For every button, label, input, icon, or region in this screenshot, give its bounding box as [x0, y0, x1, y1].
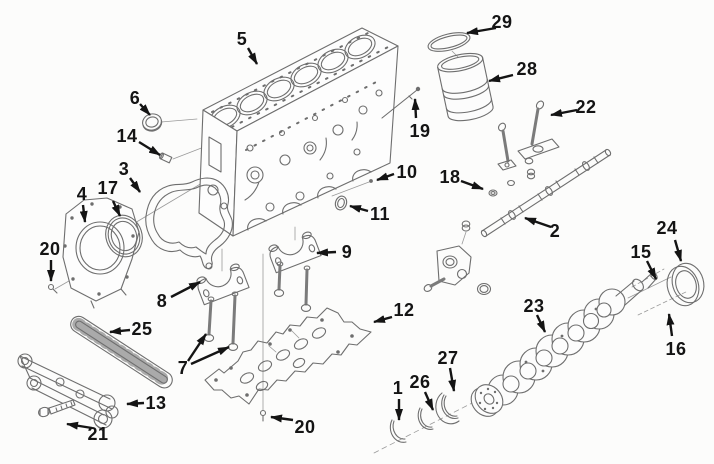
crankshaft-drawing: [465, 271, 658, 422]
callout-20: 20: [39, 239, 61, 259]
callout-arrow-12: [373, 315, 393, 324]
callout-arrow-18: [460, 179, 484, 191]
callout-arrow-7: [187, 333, 207, 362]
callout-9: 9: [341, 242, 353, 262]
callout-arrow-2: [524, 216, 552, 229]
stud-drawing: [382, 86, 421, 118]
callout-arrow-24: [673, 239, 683, 262]
callout-22: 22: [575, 97, 597, 117]
callout-7: 7: [177, 358, 189, 378]
callout-arrow-14: [138, 140, 161, 157]
callout-11: 11: [369, 204, 391, 224]
callout-4: 4: [76, 184, 88, 204]
callout-arrow-13: [126, 399, 145, 408]
callout-arrow-28: [488, 73, 514, 83]
callout-21: 21: [87, 424, 109, 444]
callout-15: 15: [630, 242, 652, 262]
callout-19: 19: [409, 121, 431, 141]
callout-13: 13: [145, 393, 167, 413]
callout-arrow-19: [411, 98, 420, 119]
callout-arrow-17: [111, 200, 122, 217]
callout-10: 10: [396, 162, 418, 182]
callout-arrow-26: [423, 391, 435, 411]
callout-26: 26: [409, 372, 431, 392]
callout-17: 17: [97, 178, 119, 198]
callout-arrow-23: [535, 314, 547, 333]
callout-1: 1: [392, 378, 404, 398]
dowel-pin-drawing: [369, 179, 373, 183]
drive-chain-drawing: [68, 313, 176, 391]
callout-29: 29: [491, 12, 513, 32]
callout-14: 14: [116, 126, 138, 146]
callout-arrow-15: [645, 260, 658, 280]
cap-bolts-drawing: [204, 262, 310, 350]
callout-arrow-25: [109, 326, 131, 335]
callout-16: 16: [665, 339, 687, 359]
cam-support-bracket-drawing: [423, 221, 491, 295]
callout-arrow-7: [190, 345, 230, 366]
callout-23: 23: [523, 296, 545, 316]
liner-seal-ring-drawing: [426, 29, 472, 57]
callout-arrow-27: [448, 367, 457, 392]
callout-arrow-10: [376, 172, 395, 182]
cover-plate-gasket-drawing: [205, 308, 371, 404]
callout-20: 20: [294, 417, 316, 437]
callout-arrow-3: [129, 177, 141, 193]
bearing-shells-drawing: [390, 393, 459, 442]
cylinder-liner-drawing: [436, 50, 495, 124]
callout-28: 28: [516, 59, 538, 79]
callout-arrow-4: [79, 204, 88, 223]
callout-3: 3: [118, 159, 130, 179]
screw-drawing: [261, 411, 266, 422]
callout-arrow-21: [66, 421, 93, 430]
callout-arrow-11: [349, 204, 369, 213]
callout-5: 5: [236, 29, 248, 49]
callout-25: 25: [131, 319, 153, 339]
callout-27: 27: [437, 348, 459, 368]
callout-arrow-16: [666, 313, 675, 337]
callout-8: 8: [156, 291, 168, 311]
camshaft-drawing: [480, 148, 611, 237]
cylinder-block-drawing: [199, 28, 398, 236]
screw-drawing: [49, 285, 58, 294]
callout-arrow-9: [316, 248, 337, 257]
camshaft-bushing-drawing: [141, 112, 164, 133]
callout-6: 6: [129, 88, 141, 108]
callout-2: 2: [549, 221, 561, 241]
callout-arrow-8: [170, 280, 201, 299]
cam-thrust-hardware-drawing: [489, 100, 559, 196]
callout-arrow-22: [550, 108, 578, 117]
wear-ring-drawing: [663, 260, 709, 310]
cover-gasket-drawing: [146, 178, 233, 269]
callout-arrow-5: [246, 47, 259, 65]
callout-arrow-6: [139, 103, 151, 116]
o-ring-drawing: [334, 195, 349, 212]
callout-12: 12: [393, 300, 415, 320]
callout-arrow-20: [270, 414, 294, 423]
seal-housing-drawing: [63, 198, 139, 308]
mount-bolt-drawing: [37, 400, 75, 418]
callout-24: 24: [656, 218, 678, 238]
callout-arrow-29: [466, 26, 497, 36]
callout-18: 18: [439, 167, 461, 187]
